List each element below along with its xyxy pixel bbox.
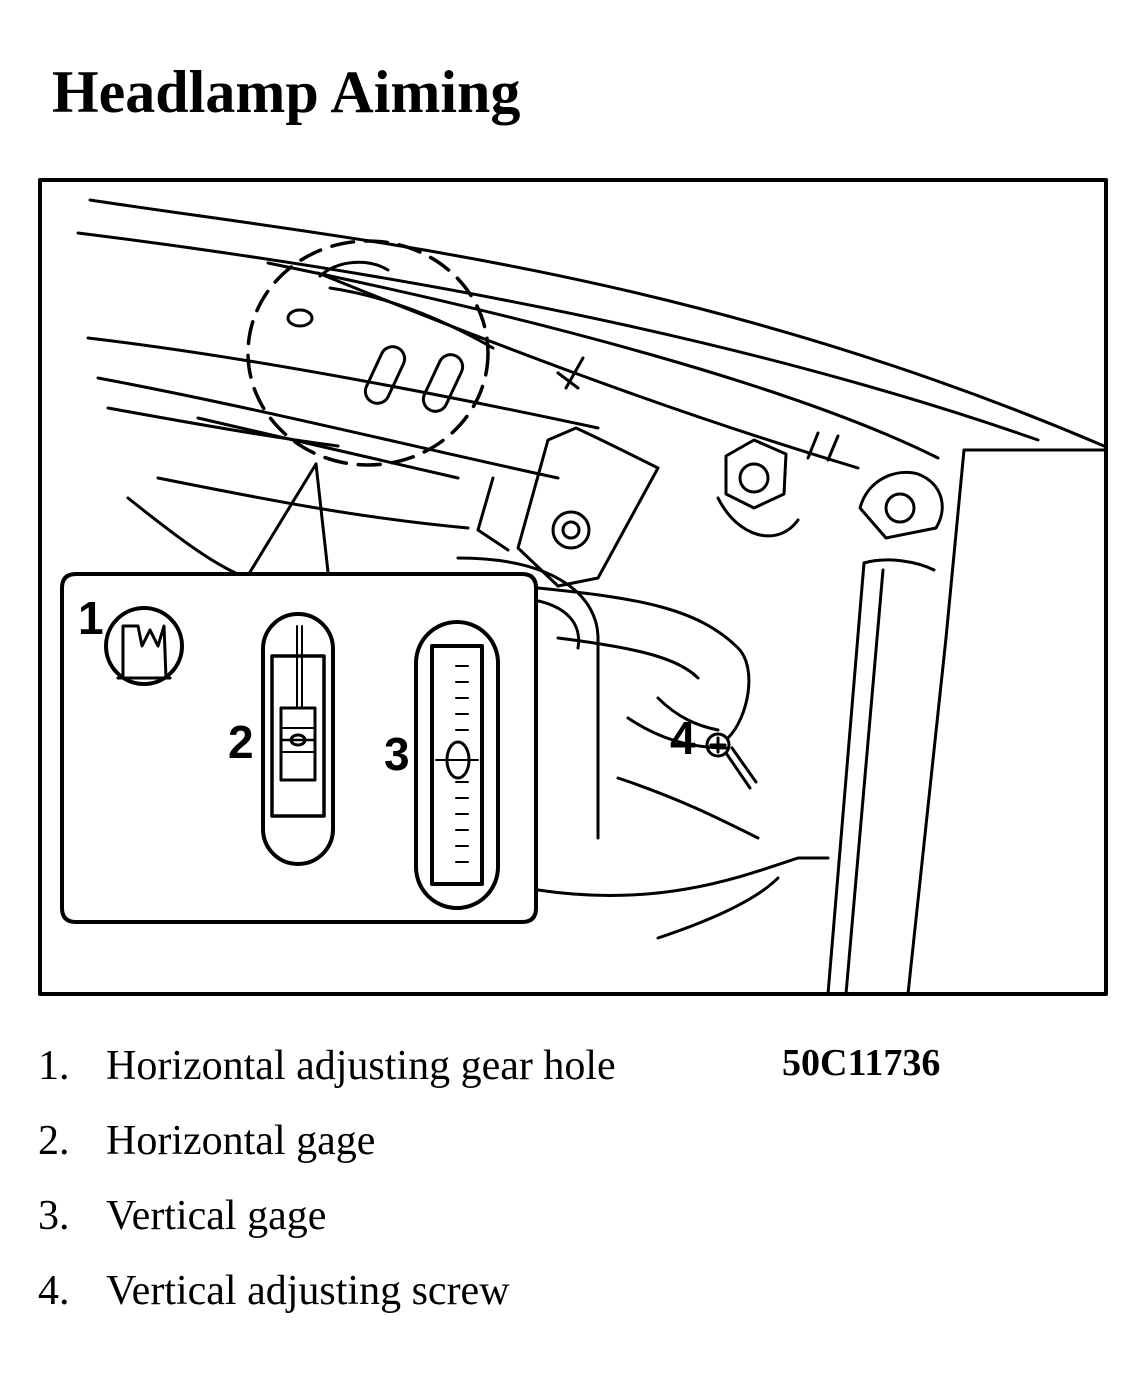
headlamp-diagram: 1 2 3 4 (38, 178, 1108, 996)
legend-item: 3. Vertical gage (38, 1194, 616, 1269)
legend-number: 4. (38, 1268, 70, 1314)
legend-text: Vertical adjusting screw (106, 1268, 510, 1314)
bracket (476, 426, 660, 588)
pipe (456, 556, 760, 840)
legend-item: 1. Horizontal adjusting gear hole (38, 1044, 616, 1119)
vertical-gage (414, 620, 500, 910)
page-title: Headlamp Aiming (52, 59, 521, 125)
legend-text: Horizontal adjusting gear hole (106, 1043, 616, 1089)
fender-panel (826, 448, 1106, 996)
legend-text: Horizontal gage (106, 1118, 376, 1164)
legend-number: 1. (38, 1043, 70, 1089)
hex-nut (716, 438, 800, 538)
callout-2: 2 (228, 716, 254, 768)
figure-code: 50C11736 (782, 1042, 941, 1084)
legend-item: 2. Horizontal gage (38, 1119, 616, 1194)
callout-3: 3 (384, 728, 410, 780)
gear-hole-icon (104, 606, 184, 686)
callout-4: 4 (670, 712, 696, 764)
detail-circle (246, 239, 495, 574)
adjusting-screw (705, 732, 758, 790)
legend-list: 1. Horizontal adjusting gear hole 2. Hor… (38, 1044, 616, 1344)
callout-1: 1 (78, 592, 104, 644)
horizontal-gage (261, 612, 335, 866)
legend-number: 3. (38, 1193, 70, 1239)
legend-text: Vertical gage (106, 1193, 327, 1239)
mounting-lug (858, 470, 944, 540)
figure-frame (38, 178, 1108, 996)
vehicle-body-lines (76, 198, 1106, 580)
legend-number: 2. (38, 1118, 70, 1164)
legend-item: 4. Vertical adjusting screw (38, 1269, 616, 1344)
